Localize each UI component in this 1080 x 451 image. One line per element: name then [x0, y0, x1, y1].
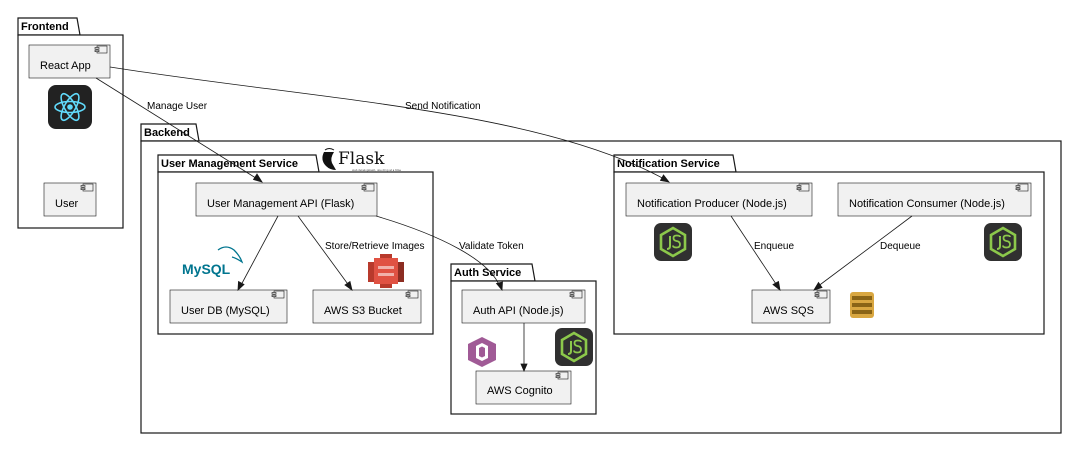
user-component[interactable]: User: [43, 182, 97, 217]
edge-manage-user: Manage User: [95, 77, 263, 183]
flask-logo: Flask web development, one drop at a tim…: [322, 148, 401, 172]
edge-dequeue: Dequeue: [813, 215, 921, 291]
svg-text:AWS SQS: AWS SQS: [763, 305, 814, 317]
edge-store-images: Store/Retrieve Images: [297, 215, 425, 291]
nodejs-icon: [982, 221, 1024, 263]
svg-text:Notification Producer (Node.js: Notification Producer (Node.js): [637, 198, 787, 210]
svg-text:Store/Retrieve Images: Store/Retrieve Images: [325, 241, 425, 252]
svg-text:User Management API (Flask): User Management API (Flask): [207, 198, 354, 210]
sqs-icon: [850, 292, 874, 318]
svg-text:Manage User: Manage User: [147, 101, 208, 112]
aws-cognito-component[interactable]: AWS Cognito: [475, 370, 572, 405]
svg-text:Enqueue: Enqueue: [754, 241, 794, 252]
edge-send-notification: Send Notification: [109, 66, 670, 183]
svg-text:Send Notification: Send Notification: [405, 101, 481, 112]
edge-validate-token: Validate Token: [375, 215, 524, 292]
user-management-package-title: User Management Service: [161, 158, 298, 170]
svg-text:Flask: Flask: [338, 149, 385, 169]
notification-producer-component[interactable]: Notification Producer (Node.js): [625, 182, 813, 217]
aws-sqs-component[interactable]: AWS SQS: [751, 289, 831, 324]
edge-api-to-db: [237, 215, 279, 291]
edge-auth-to-cognito: [520, 323, 528, 373]
frontend-package-title: Frontend: [21, 21, 69, 33]
user-db-component[interactable]: User DB (MySQL): [169, 289, 288, 324]
s3-icon: [368, 254, 404, 288]
svg-text:web development, one drop at a: web development, one drop at a time: [352, 168, 401, 172]
mysql-logo: MySQL: [182, 246, 244, 277]
nodejs-icon: [553, 326, 595, 368]
svg-text:Notification Consumer (Node.js: Notification Consumer (Node.js): [849, 198, 1005, 210]
edge-enqueue: Enqueue: [730, 215, 794, 291]
svg-text:User: User: [55, 198, 79, 210]
svg-text:Validate Token: Validate Token: [459, 241, 524, 252]
s3-bucket-component[interactable]: AWS S3 Bucket: [312, 289, 422, 324]
auth-api-component[interactable]: Auth API (Node.js): [461, 289, 586, 324]
svg-text:AWS Cognito: AWS Cognito: [487, 385, 553, 397]
auth-package-title: Auth Service: [454, 267, 521, 279]
notification-consumer-component[interactable]: Notification Consumer (Node.js): [837, 182, 1032, 217]
react-icon: [48, 85, 92, 129]
svg-text:AWS S3 Bucket: AWS S3 Bucket: [324, 305, 402, 317]
cognito-icon: [468, 337, 496, 367]
nodejs-icon: [652, 221, 694, 263]
svg-text:Dequeue: Dequeue: [880, 241, 921, 252]
svg-text:React App: React App: [40, 60, 91, 72]
svg-text:MySQL: MySQL: [182, 261, 231, 277]
user-management-api-component[interactable]: User Management API (Flask): [195, 182, 378, 217]
backend-package-title: Backend: [144, 127, 190, 139]
react-app-component[interactable]: React App: [28, 44, 111, 79]
svg-text:User DB (MySQL): User DB (MySQL): [181, 305, 270, 317]
svg-text:Auth API (Node.js): Auth API (Node.js): [473, 305, 564, 317]
notification-package-title: Notification Service: [617, 158, 720, 170]
